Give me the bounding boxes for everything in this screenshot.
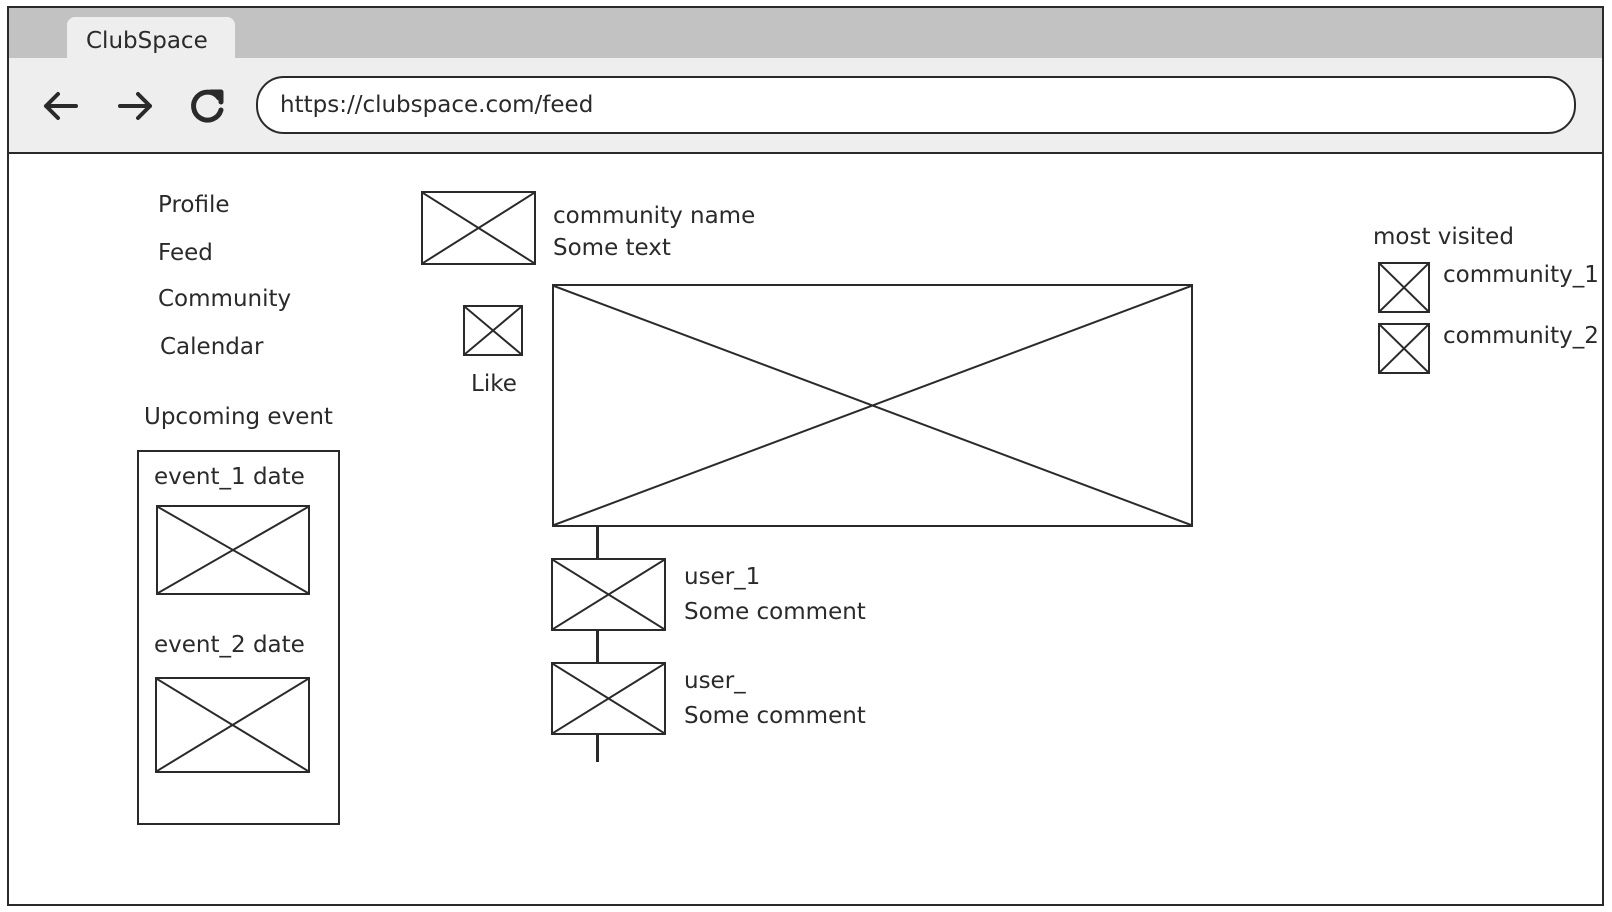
- reload-icon: [191, 89, 224, 123]
- community-name[interactable]: community name: [553, 203, 756, 229]
- back-button[interactable]: [38, 84, 82, 128]
- comment-2-text: Some comment: [684, 703, 866, 729]
- upcoming-events-panel: [137, 450, 340, 825]
- community-avatar[interactable]: [421, 191, 536, 265]
- comment-2-user[interactable]: user_: [684, 668, 746, 694]
- url-input[interactable]: [278, 91, 1574, 119]
- comment-2-avatar[interactable]: [551, 662, 666, 735]
- image-placeholder-icon: [553, 560, 664, 629]
- comment-thread-line: [596, 527, 599, 762]
- event-1-date: event_1 date: [154, 464, 305, 490]
- post-image[interactable]: [552, 284, 1193, 527]
- forward-button[interactable]: [114, 84, 158, 128]
- like-label: Like: [471, 371, 517, 397]
- event-2-date: event_2 date: [154, 632, 305, 658]
- image-placeholder-icon: [1380, 264, 1428, 311]
- image-placeholder-icon: [1380, 325, 1428, 372]
- sidebar-item-calendar[interactable]: Calendar: [160, 334, 264, 360]
- community-2-thumbnail[interactable]: [1378, 323, 1430, 374]
- image-placeholder-icon: [554, 286, 1191, 525]
- community-1-link[interactable]: community_1: [1443, 262, 1599, 288]
- like-button[interactable]: [463, 305, 523, 356]
- sidebar-item-feed[interactable]: Feed: [158, 240, 213, 266]
- community-1-thumbnail[interactable]: [1378, 262, 1430, 313]
- comment-1-user[interactable]: user_1: [684, 564, 761, 590]
- reload-button[interactable]: [185, 84, 229, 128]
- image-placeholder-icon: [158, 507, 308, 593]
- arrow-right-icon: [118, 92, 152, 120]
- tab-bar: [9, 8, 1602, 58]
- event-1-image[interactable]: [156, 505, 310, 595]
- most-visited-heading: most visited: [1373, 224, 1514, 250]
- image-placeholder-icon: [553, 664, 664, 733]
- address-bar[interactable]: [256, 76, 1576, 134]
- upcoming-event-heading: Upcoming event: [144, 404, 333, 430]
- comment-1-text: Some comment: [684, 599, 866, 625]
- post-text: Some text: [553, 235, 671, 261]
- image-placeholder-icon: [423, 193, 534, 263]
- tab-title: ClubSpace: [86, 28, 208, 54]
- arrow-left-icon: [44, 92, 78, 120]
- sidebar-item-profile[interactable]: Profile: [158, 192, 230, 218]
- like-icon: [465, 307, 521, 354]
- community-2-link[interactable]: community_2: [1443, 323, 1599, 349]
- browser-tab[interactable]: [67, 17, 235, 59]
- event-2-image[interactable]: [155, 677, 310, 773]
- image-placeholder-icon: [157, 679, 308, 771]
- comment-1-avatar[interactable]: [551, 558, 666, 631]
- sidebar-item-community[interactable]: Community: [158, 286, 292, 312]
